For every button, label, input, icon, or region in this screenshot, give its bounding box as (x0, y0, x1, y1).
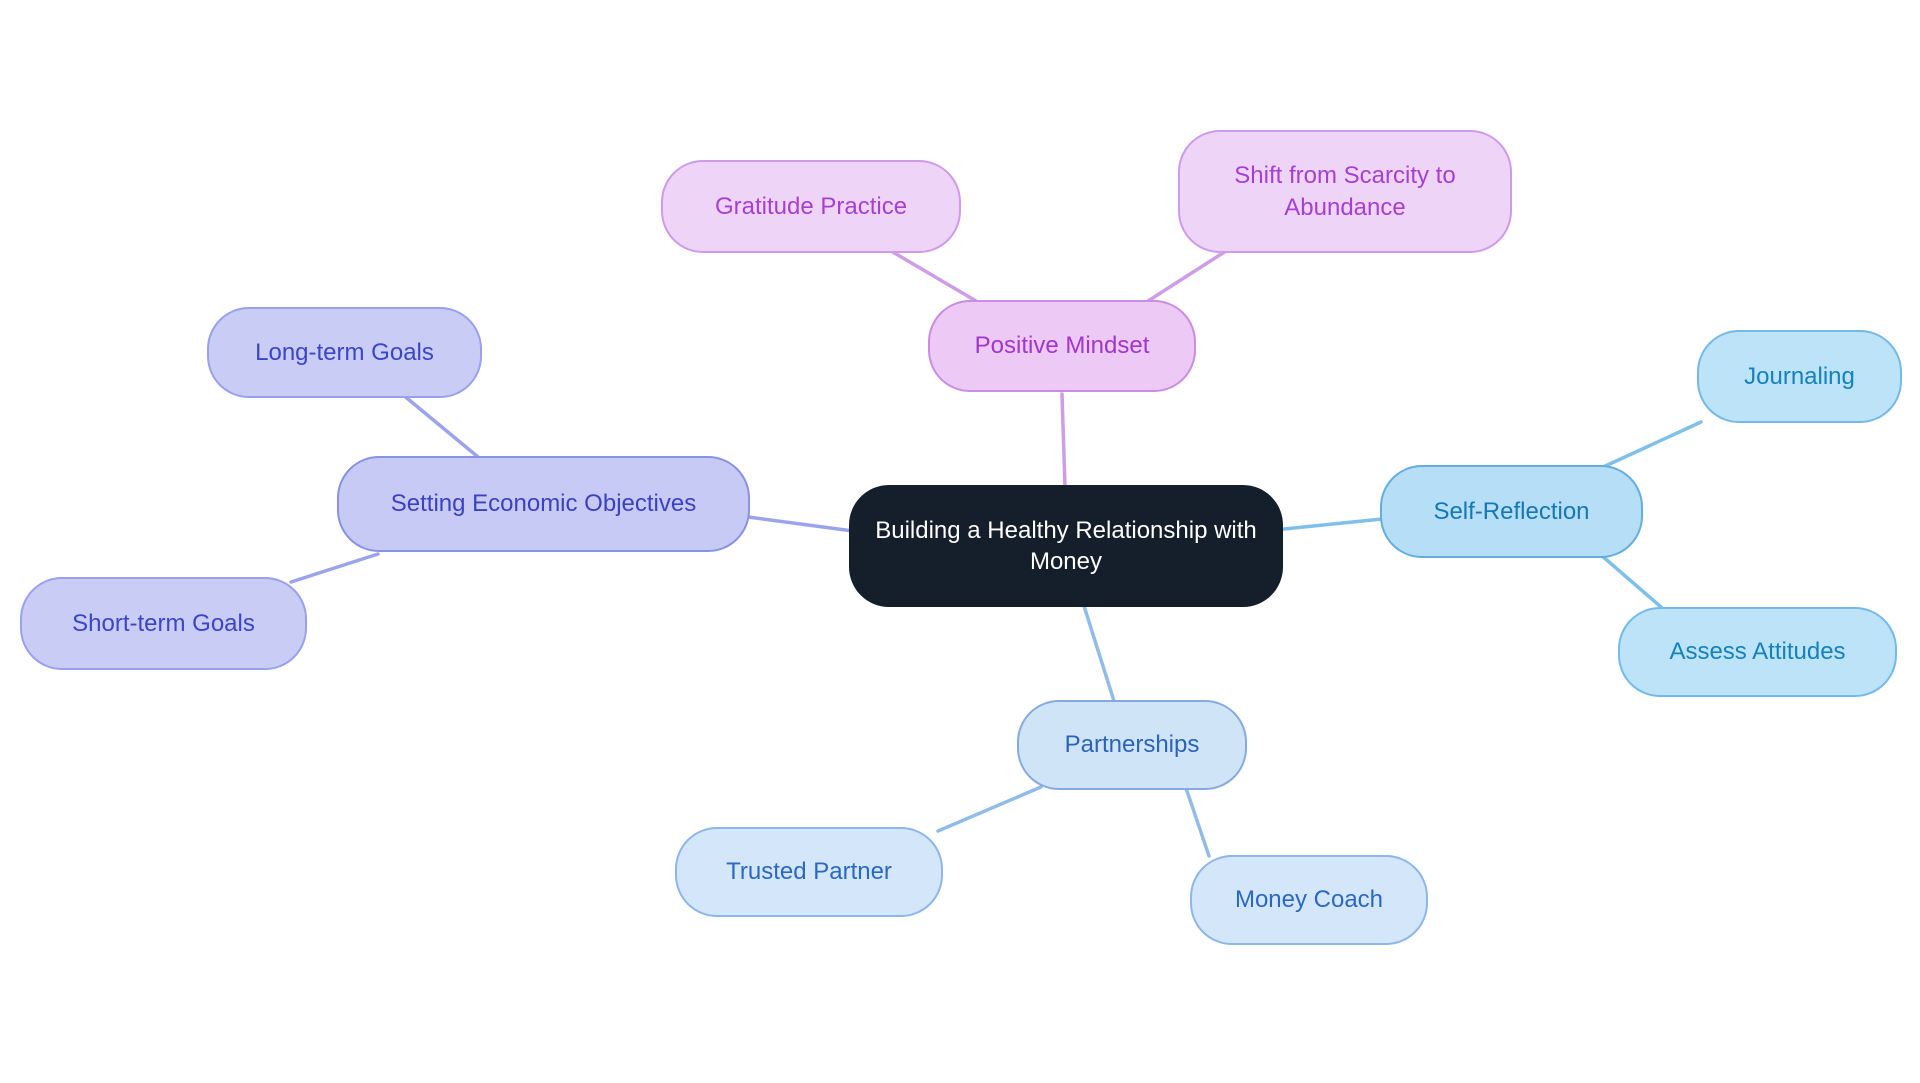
node-label: Short-term Goals (72, 609, 255, 637)
node-label: Money Coach (1234, 886, 1384, 914)
node-journaling[interactable]: Journaling (1697, 330, 1902, 423)
node-money-coach[interactable]: Money Coach (1190, 855, 1428, 945)
edge-shift-to-positive-mindset (1146, 249, 1228, 303)
node-gratitude-practice[interactable]: Gratitude Practice (661, 160, 961, 253)
node-label: Setting Economic Objectives (390, 490, 697, 518)
edge-gratitude-to-positive-mindset (884, 246, 978, 303)
node-label: Shift from Scarcity to Abundance (1234, 162, 1456, 221)
node-shift-scarcity-abundance[interactable]: Shift from Scarcity to Abundance (1178, 130, 1512, 253)
edge-trusted-to-partnerships (936, 785, 1043, 833)
node-label: Partnerships (1064, 731, 1200, 759)
edge-journaling-to-self-reflection (1599, 420, 1703, 470)
node-partnerships[interactable]: Partnerships (1017, 700, 1247, 790)
node-setting-economic-objectives[interactable]: Setting Economic Objectives (337, 456, 750, 552)
node-trusted-partner[interactable]: Trusted Partner (675, 827, 943, 917)
edge-seo-to-center (746, 515, 855, 533)
edge-center-to-self-reflection (1282, 517, 1384, 531)
edge-center-to-partnerships (1082, 604, 1116, 703)
node-label: Self-Reflection (1433, 497, 1590, 525)
edge-longterm-to-seo (400, 392, 480, 459)
edge-assess-to-self-reflection (1599, 553, 1663, 609)
node-label: Journaling (1744, 362, 1855, 390)
node-positive-mindset[interactable]: Positive Mindset (928, 300, 1196, 392)
node-assess-attitudes[interactable]: Assess Attitudes (1618, 607, 1897, 697)
center-topic-label: Building a Healthy Relationship with Mon… (875, 516, 1257, 575)
node-label: Assess Attitudes (1669, 638, 1846, 666)
edge-moneycoach-to-partnerships (1184, 786, 1211, 858)
edge-shortterm-to-seo (289, 552, 380, 584)
node-label: Trusted Partner (726, 858, 892, 886)
node-label: Long-term Goals (255, 338, 434, 366)
node-label: Gratitude Practice (714, 192, 908, 220)
node-center-topic[interactable]: Building a Healthy Relationship with Mon… (849, 485, 1283, 607)
node-short-term-goals[interactable]: Short-term Goals (20, 577, 307, 670)
node-self-reflection[interactable]: Self-Reflection (1380, 465, 1643, 558)
edge-positive-mindset-to-center (1060, 392, 1067, 489)
node-label: Positive Mindset (974, 332, 1150, 360)
node-long-term-goals[interactable]: Long-term Goals (207, 307, 482, 398)
